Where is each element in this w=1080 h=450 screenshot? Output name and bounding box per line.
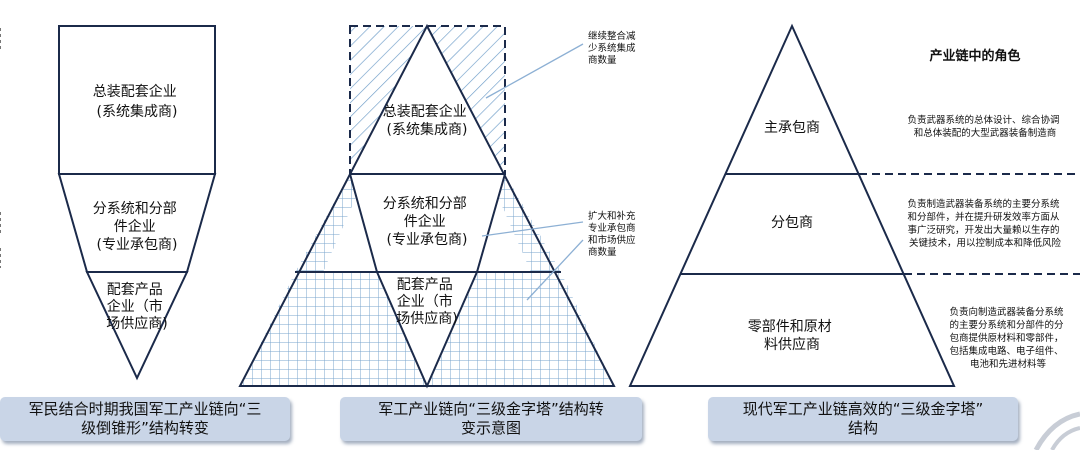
caption-left-line-2: 级倒锥形”结构转变 (81, 419, 209, 437)
role-bottom-description: 负责向制造武器装备分系统 的主要分系统和分部件的分 包商提供原材料和零部件， 包… (949, 306, 1066, 370)
caption-left: 军民结合时期我国军工产业链向“三 级倒锥形”结构转变 (0, 397, 290, 441)
tier-divider-lines (859, 173, 1080, 275)
right-pyramid (628, 23, 956, 387)
right-middle-label: 分包商 (771, 215, 813, 231)
left-top-label: 总装配套企业 (系统集成商) (93, 83, 181, 120)
grid-region-left-lower (240, 272, 427, 386)
callout-line-top (485, 43, 584, 99)
transformation-diagram (238, 23, 616, 389)
caption-middle-line-2: 变示意图 (460, 419, 521, 437)
grid-region-right-lower (427, 272, 614, 386)
right-bottom-label: 零部件和原材 料供应商 (748, 319, 836, 353)
callout-line-low (526, 239, 584, 301)
caption-right-line-1: 现代军工产业链高效的“三级金字塔” (742, 400, 984, 418)
caption-right-line-2: 结构 (847, 419, 878, 437)
note-reduce-integrators: 继续整合减 少系统集成 商数量 (588, 30, 639, 66)
middle-bottom-label: 配套产品 企业（市 场供应商) (396, 277, 457, 327)
left-bottom-label: 配套产品 企业（市 场供应商) (106, 282, 167, 332)
callout-line-mid (481, 221, 584, 237)
left-middle-label: 分系统和分部 件企业 (专业承包商) (93, 201, 181, 253)
right-top-label: 主承包商 (764, 120, 820, 136)
roles-heading: 产业链中的角色 (929, 48, 1020, 64)
inverted-cone-diagram (57, 25, 217, 381)
corner-swirl-decoration (1033, 411, 1080, 450)
note-expand-suppliers: 扩大和补充 专业承包商 和市场供应 商数量 (588, 210, 639, 258)
modern-pyramid-diagram (628, 23, 956, 387)
middle-middle-label: 分系统和分部 件企业 (专业承包商) (383, 196, 471, 248)
caption-right: 现代军工产业链高效的“三级金字塔” 结构 (708, 397, 1018, 441)
caption-middle-line-1: 军工产业链向“三级金字塔”结构转 (378, 400, 604, 418)
left-bottom-block (85, 271, 189, 381)
left-top-block (58, 25, 216, 175)
caption-middle: 军工产业链向“三级金字塔”结构转 变示意图 (340, 397, 642, 441)
role-middle-description: 负责制造武器装备系统的主要分系统 和分部件，并在提升研发效率方面从 事广泛研究，… (907, 198, 1062, 249)
middle-top-label: 总装配套企业 (系统集成商) (383, 103, 471, 138)
role-top-description: 负责武器系统的总体设计、综合协调 和总体装配的大型武器装备制造商 (907, 114, 1062, 139)
caption-left-line-1: 军民结合时期我国军工产业链向“三 (28, 400, 262, 418)
